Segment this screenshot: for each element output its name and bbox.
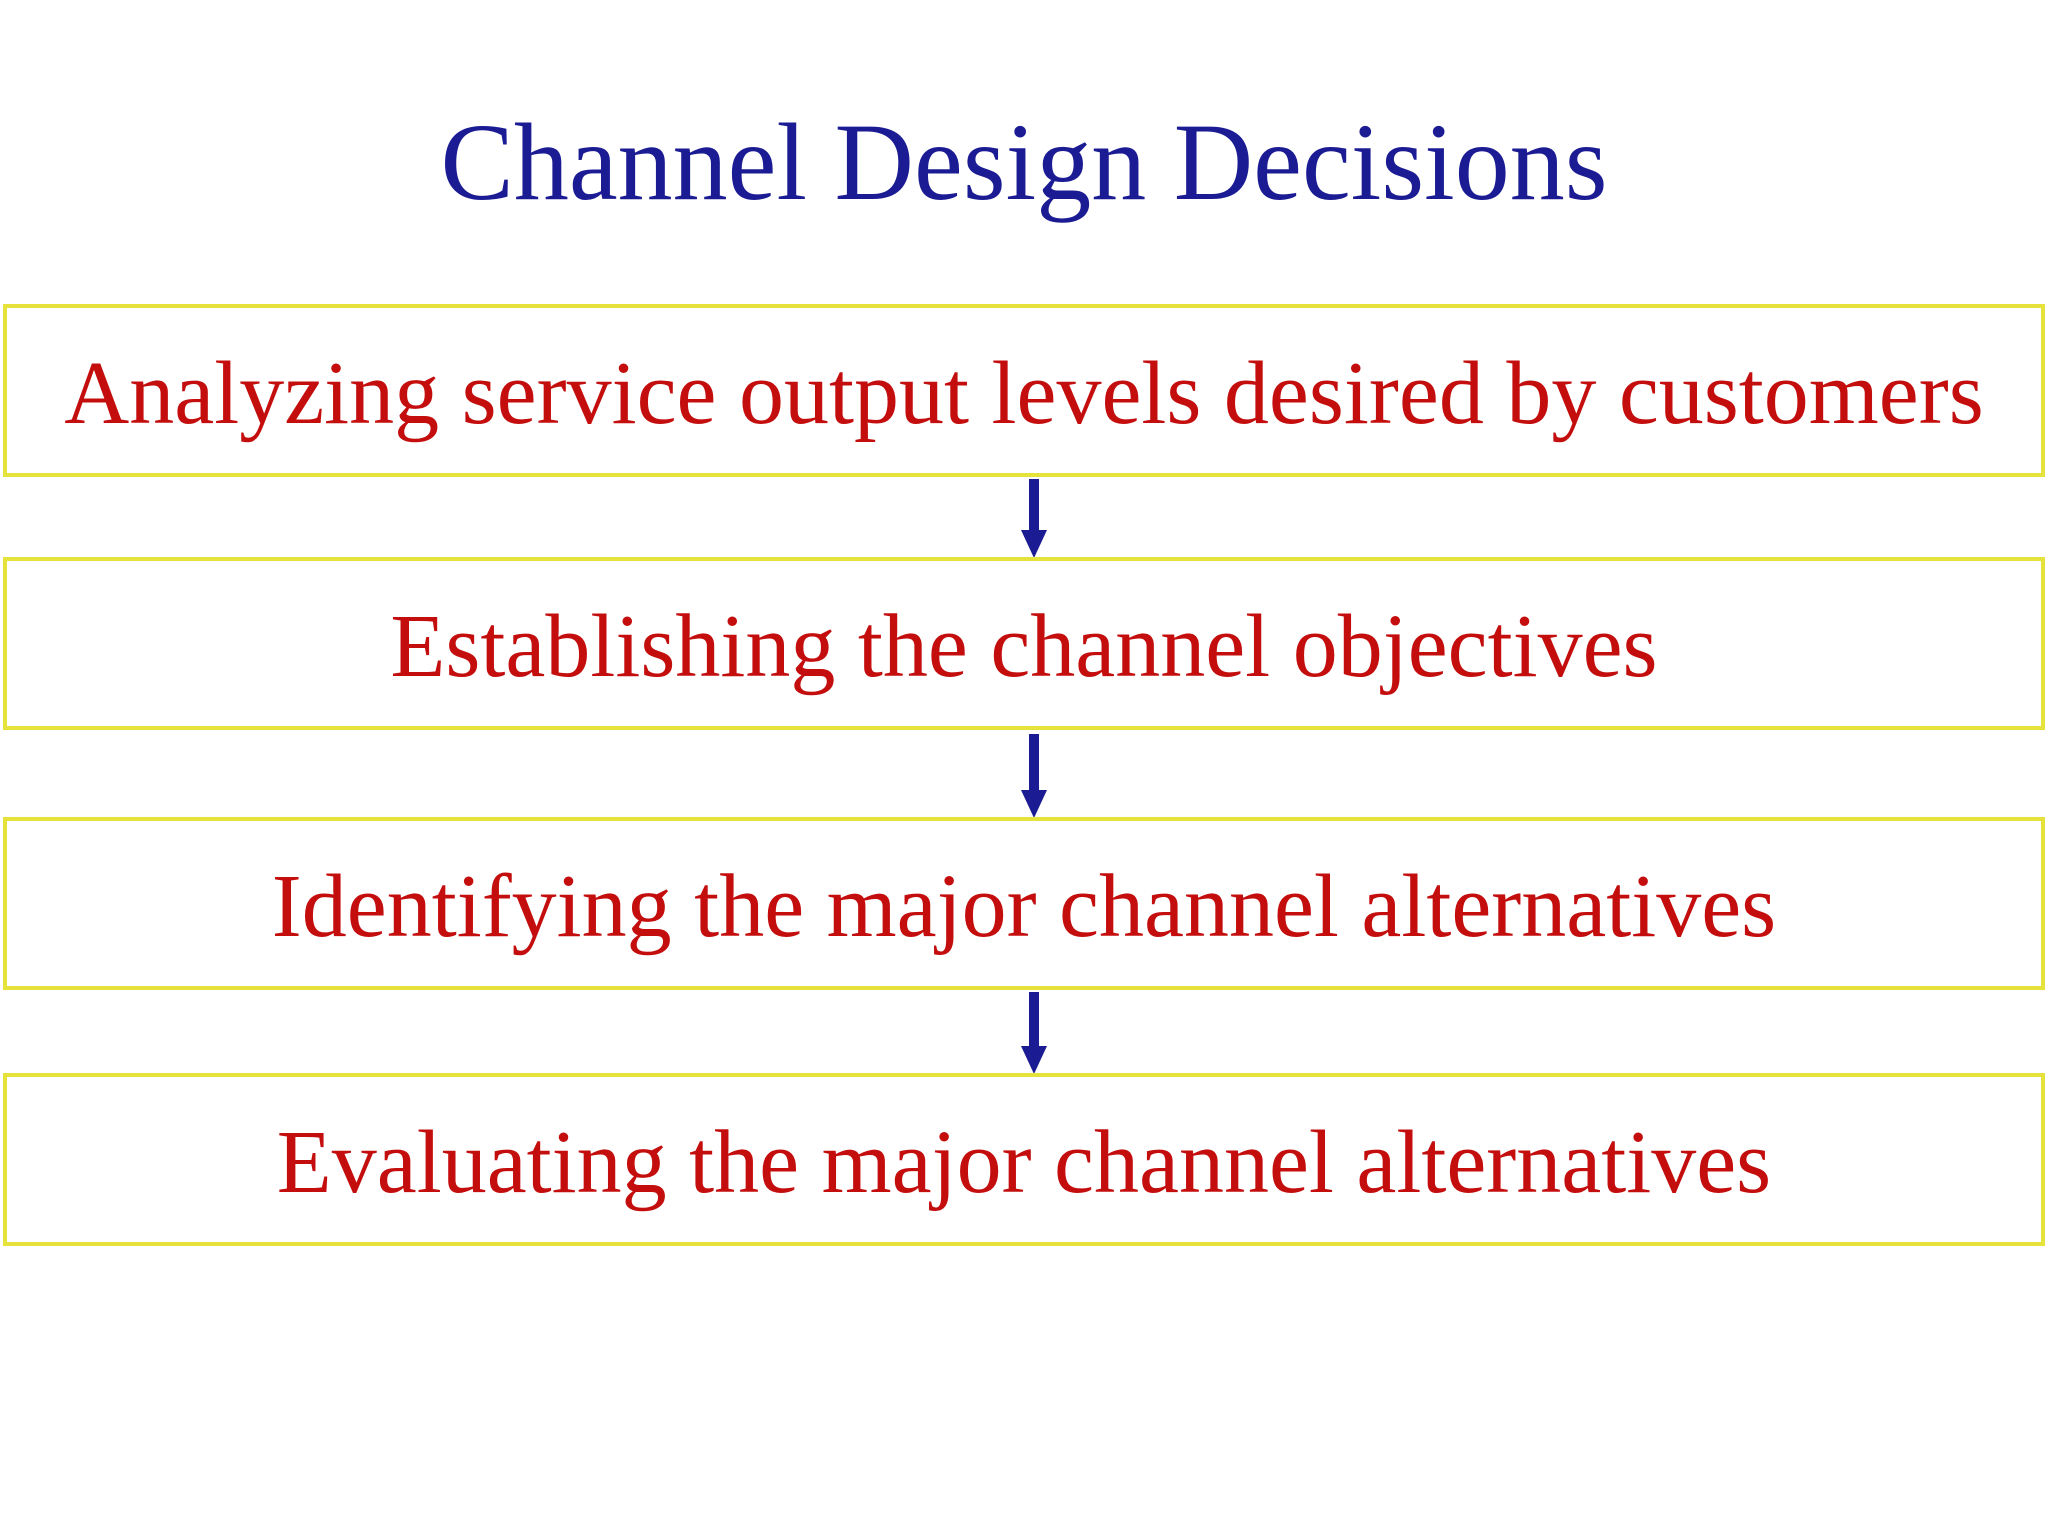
step-box-establishing-objectives: Establishing the channel objectives bbox=[3, 557, 2045, 730]
step-box-analyzing-service-outputs: Analyzing service output levels desired … bbox=[3, 304, 2045, 477]
step-box-identifying-alternatives: Identifying the major channel alternativ… bbox=[3, 817, 2045, 990]
arrow-shaft bbox=[1029, 479, 1039, 530]
arrow-head bbox=[1021, 1046, 1047, 1074]
arrow-shaft bbox=[1029, 734, 1039, 790]
arrow-head bbox=[1021, 530, 1047, 558]
step-box-evaluating-alternatives: Evaluating the major channel alternative… bbox=[3, 1073, 2045, 1246]
down-arrow-icon bbox=[1021, 734, 1047, 818]
step-label: Analyzing service output levels desired … bbox=[64, 343, 1984, 443]
down-arrow-icon bbox=[1021, 992, 1047, 1074]
step-label: Evaluating the major channel alternative… bbox=[276, 1112, 1772, 1212]
down-arrow-icon bbox=[1021, 479, 1047, 558]
arrow-shaft bbox=[1029, 992, 1039, 1046]
step-label: Establishing the channel objectives bbox=[390, 596, 1658, 696]
step-label: Identifying the major channel alternativ… bbox=[271, 856, 1777, 956]
arrow-head bbox=[1021, 790, 1047, 818]
slide-title: Channel Design Decisions bbox=[440, 101, 1608, 223]
